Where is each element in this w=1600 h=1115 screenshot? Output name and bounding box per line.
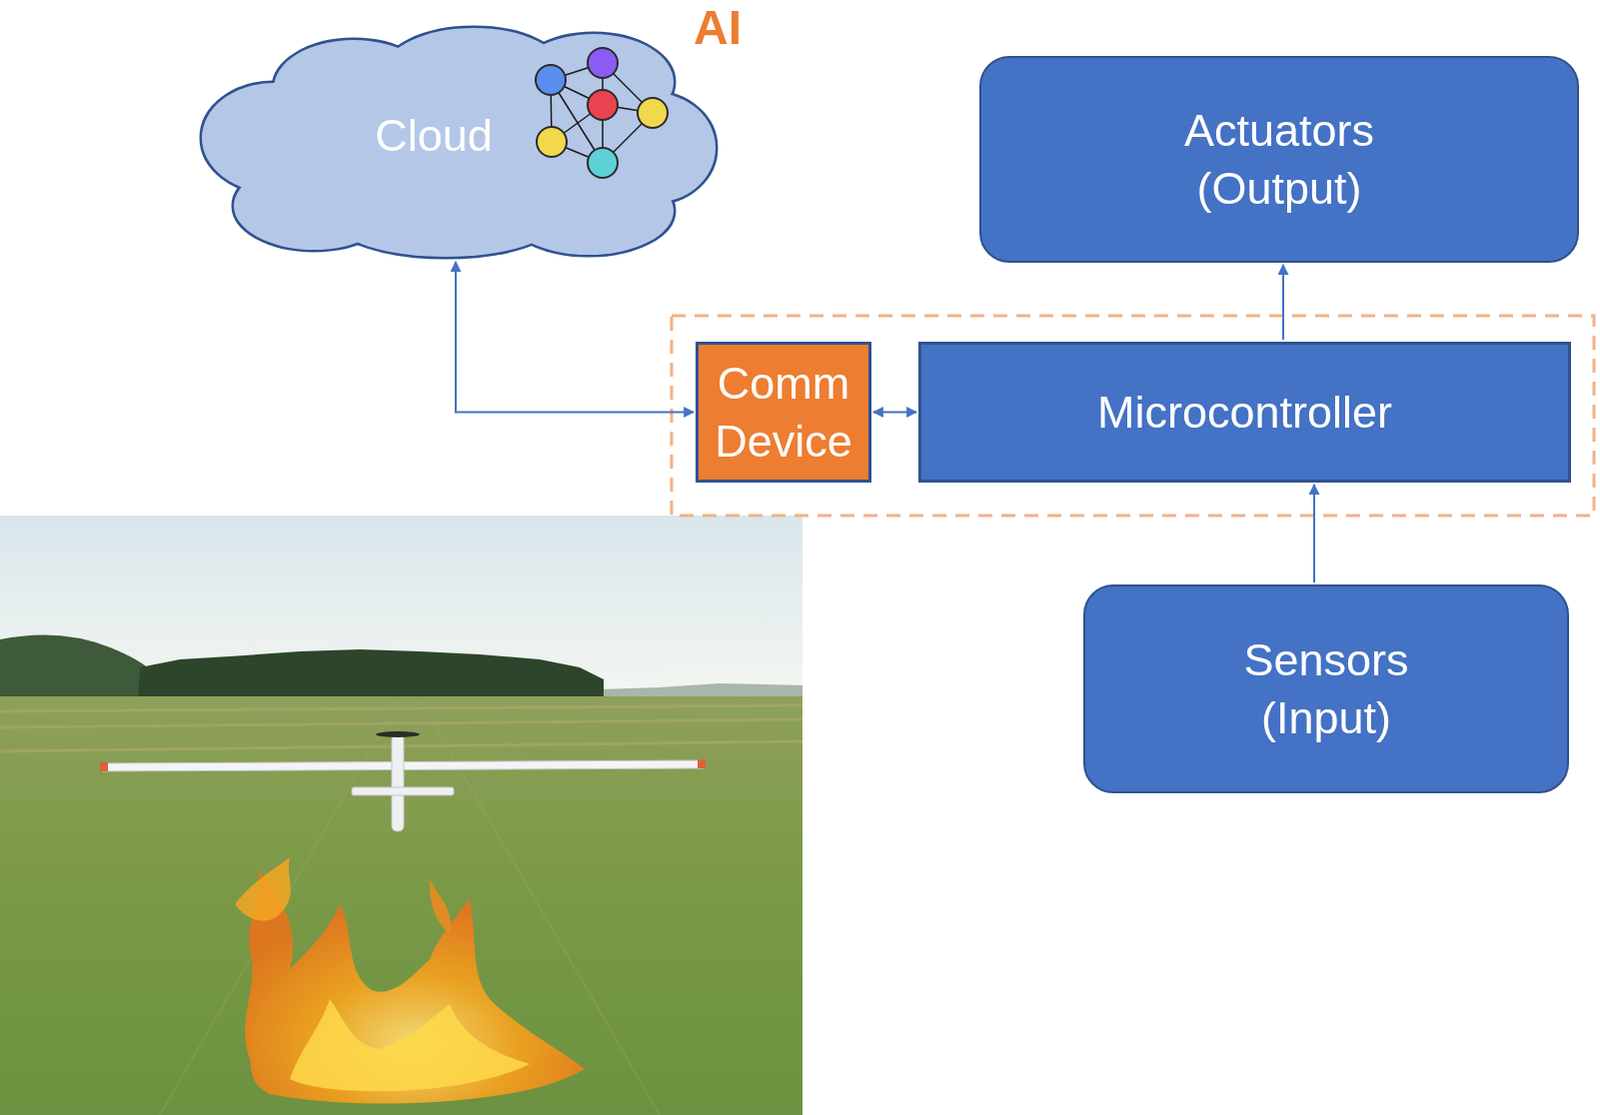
node-label: Sensors (Input) — [1216, 631, 1437, 746]
fire — [234, 857, 585, 1105]
input-box: Sensors (Input) — [1083, 584, 1570, 794]
cloud-fill — [201, 27, 716, 257]
propeller — [375, 731, 420, 738]
glider-plane — [99, 731, 706, 832]
left-hill — [0, 635, 152, 703]
tailplane — [351, 787, 454, 796]
field-photo — [0, 515, 803, 1115]
fuselage — [391, 734, 404, 832]
cloud-service: Cloud — [183, 25, 720, 260]
microcontroller-box: Microcontroller — [918, 341, 1572, 483]
flame — [234, 857, 291, 922]
node-label: Microcontroller — [1097, 383, 1393, 441]
distant-hills — [589, 683, 803, 702]
connector-arrow — [1313, 484, 1316, 583]
wing-tip — [697, 759, 706, 769]
flame — [289, 999, 530, 1092]
connector-arrow — [1282, 264, 1285, 340]
connector-arrow — [873, 411, 917, 414]
flame — [244, 869, 585, 1105]
wing — [101, 760, 705, 772]
device-group-outline — [671, 315, 1595, 516]
node-label: Actuators (Output) — [1159, 101, 1400, 216]
node-label: Comm Device — [706, 354, 861, 469]
flame — [429, 879, 451, 935]
grass — [0, 696, 803, 1115]
wing-tip — [99, 762, 108, 772]
mowed-rows — [0, 699, 803, 1115]
sky — [0, 515, 803, 701]
tree-line — [137, 649, 604, 702]
cloud-stroke — [201, 27, 716, 257]
node-label: Cloud — [374, 106, 493, 164]
network-links — [550, 62, 653, 163]
comm-device-box: Comm Device — [695, 341, 872, 483]
network-nodes — [535, 47, 668, 178]
ai-label: AI — [693, 0, 742, 55]
output-box: Actuators (Output) — [979, 55, 1580, 263]
connector-arrow — [455, 261, 694, 413]
